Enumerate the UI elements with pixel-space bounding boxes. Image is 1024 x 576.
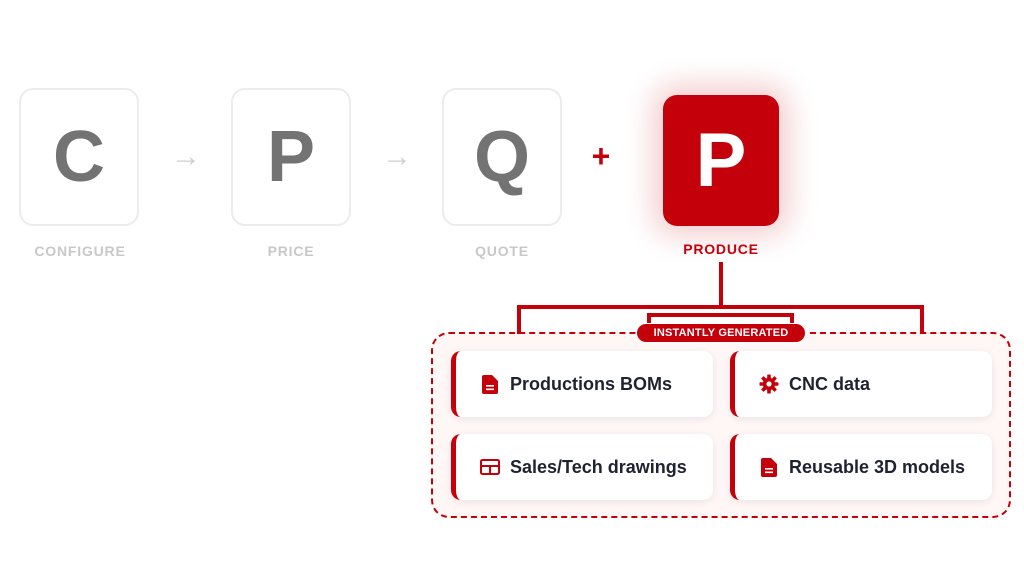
configure-label: CONFIGURE [34, 243, 126, 259]
output-card-reusable-3d-models: Reusable 3D models [730, 434, 992, 500]
output-card-sales-tech-drawings: Sales/Tech drawings [451, 434, 713, 500]
price-letter: P [266, 117, 316, 197]
quote-letter: Q [473, 117, 530, 197]
output-card-label: Reusable 3D models [789, 456, 966, 477]
output-card-label: CNC data [789, 373, 871, 394]
document-icon [480, 374, 500, 394]
document-icon [759, 457, 779, 477]
gear-icon [759, 374, 779, 394]
configure-letter: C [53, 117, 105, 197]
produce-letter: P [695, 117, 747, 203]
price-label: PRICE [267, 243, 315, 259]
output-card-production-boms: Productions BOMs [451, 351, 713, 417]
connector-inner-bracket [647, 313, 794, 323]
instantly-generated-badge: INSTANTLY GENERATED [636, 323, 806, 343]
output-card-cnc-data: CNC data [730, 351, 992, 417]
output-card-label: Sales/Tech drawings [510, 456, 687, 477]
plus-icon: + [591, 138, 611, 174]
arrow-right-icon: → [382, 140, 412, 173]
produce-step-box: P [663, 95, 779, 226]
configure-step-box: C [19, 88, 139, 226]
drawing-grid-icon [480, 457, 500, 477]
output-card-label: Productions BOMs [510, 373, 673, 394]
quote-step-box: Q [442, 88, 562, 226]
arrow-right-icon: → [171, 140, 201, 173]
price-step-box: P [231, 88, 351, 226]
produce-label: PRODUCE [683, 241, 759, 257]
quote-label: QUOTE [475, 243, 529, 259]
